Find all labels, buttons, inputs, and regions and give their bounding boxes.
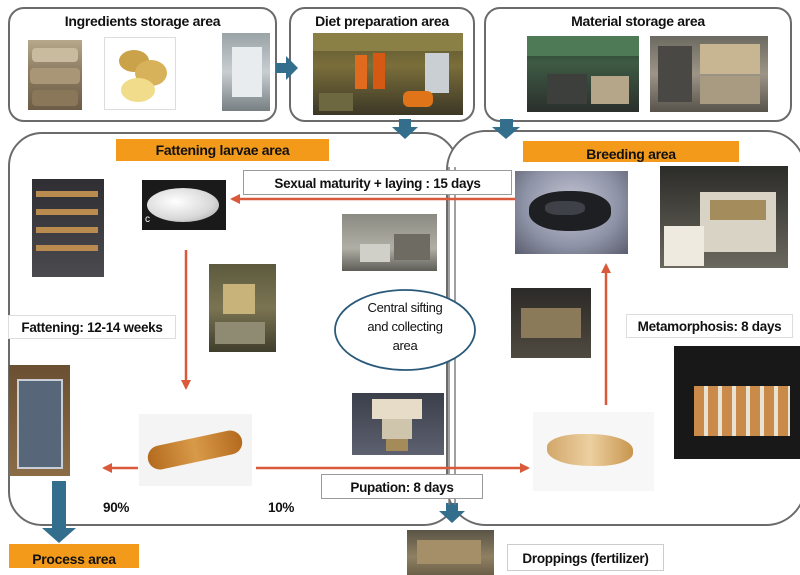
potatoes-photo <box>104 37 176 110</box>
central-line-2: and collecting <box>367 319 443 334</box>
material-storage-title: Material storage area <box>571 13 705 29</box>
ingredients-storage-title: Ingredients storage area <box>64 13 221 29</box>
percent-90-label: 90% <box>103 500 130 515</box>
climate-cabinet-photo <box>9 365 70 476</box>
egg-trays-photo <box>674 346 800 459</box>
central-area-ellipse <box>334 289 476 371</box>
beetle-crate-photo <box>511 288 591 358</box>
warehouse-photo <box>527 36 639 112</box>
egg-photo: c <box>142 180 226 230</box>
storage-bags-photo <box>222 33 270 111</box>
arrow-diet-to-fattening <box>392 119 418 139</box>
sexual-maturity-label: Sexual maturity + laying : 15 days <box>243 170 512 195</box>
diet-prep-photo <box>313 33 463 115</box>
central-line-1: Central sifting <box>367 300 443 315</box>
collecting-tray-photo <box>342 214 437 271</box>
sifting-funnel-photo <box>352 393 444 455</box>
breeding-boxes-photo <box>660 166 788 268</box>
stacked-crates-photo <box>32 179 104 277</box>
droppings-photo <box>407 530 494 575</box>
central-area-label: Central sifting and collecting area <box>340 298 470 355</box>
arrow-to-process <box>42 481 76 543</box>
egg-letter: c <box>145 214 150 225</box>
beetle-photo <box>515 171 628 254</box>
droppings-label: Droppings (fertilizer) <box>507 544 664 571</box>
larva-photo <box>139 414 252 486</box>
fattening-area-banner: Fattening larvae area <box>116 139 329 161</box>
central-line-3: area <box>392 338 418 353</box>
metamorphosis-label: Metamorphosis: 8 days <box>626 314 793 338</box>
sifting-machine-photo <box>209 264 276 352</box>
pupation-label: Pupation: 8 days <box>321 474 483 499</box>
percent-10-label: 10% <box>268 500 295 515</box>
breeding-area-banner: Breeding area <box>523 141 739 162</box>
crates-photo <box>650 36 768 112</box>
pupa-photo <box>533 412 654 491</box>
arrow-to-droppings <box>439 503 465 523</box>
arrow-ingredients-to-diet <box>276 56 298 80</box>
fattening-duration-label: Fattening: 12-14 weeks <box>8 315 176 339</box>
arrow-material-to-breeding <box>492 119 520 139</box>
feed-sacks-photo <box>28 40 82 110</box>
process-area-banner: Process area <box>9 544 139 568</box>
diet-preparation-title: Diet preparation area <box>315 13 449 29</box>
